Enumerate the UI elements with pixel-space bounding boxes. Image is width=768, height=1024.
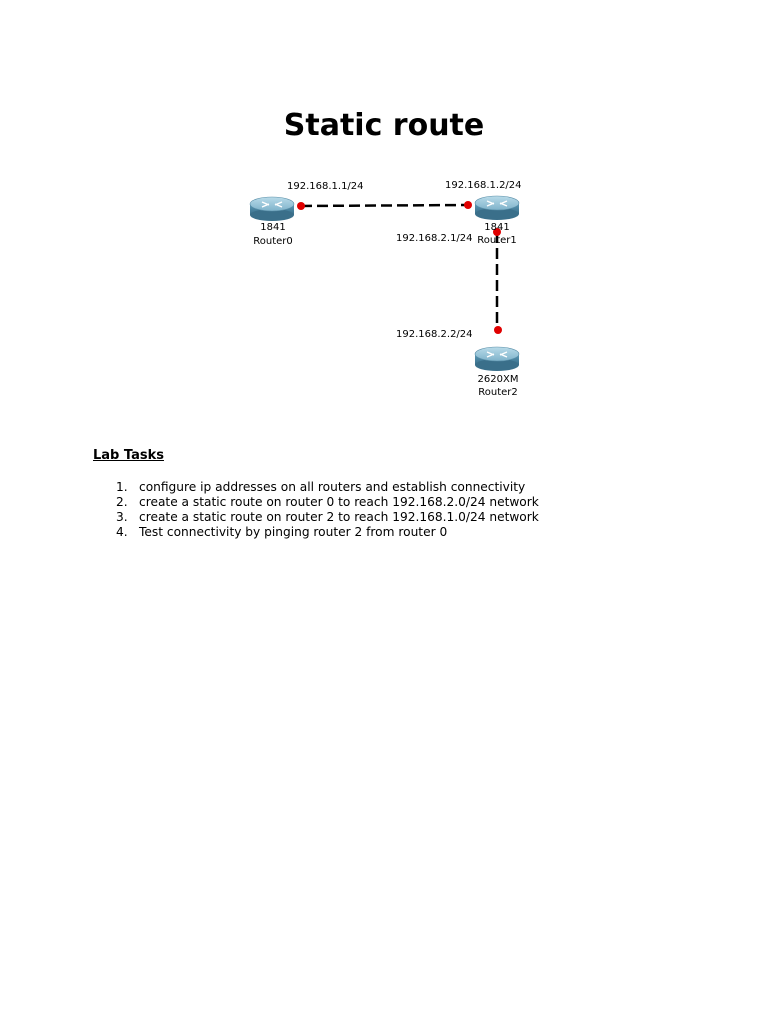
router0-model-label: 1841 bbox=[260, 222, 285, 233]
ip-label-router2-link2: 192.168.2.2/24 bbox=[396, 329, 473, 340]
network-topology-diagram: 192.168.1.1/24 192.168.1.2/24 192.168.2.… bbox=[249, 180, 522, 398]
router1-name-label: Router1 bbox=[477, 235, 517, 246]
router0-icon[interactable] bbox=[249, 196, 295, 221]
lab-task-number: 1. bbox=[116, 480, 128, 494]
router2-name-label: Router2 bbox=[478, 387, 518, 398]
lab-task-text: Test connectivity by pinging router 2 fr… bbox=[139, 525, 448, 539]
ip-label-router0-link1: 192.168.1.1/24 bbox=[287, 181, 364, 192]
router0-name-label: Router0 bbox=[253, 236, 293, 247]
lab-task-item: 2. create a static route on router 0 to … bbox=[116, 495, 539, 510]
lab-task-item: 3. create a static route on router 2 to … bbox=[116, 510, 539, 525]
port-router2-link2 bbox=[494, 326, 502, 334]
router2-model-label: 2620XM bbox=[478, 374, 519, 385]
ip-label-router1-link1: 192.168.1.2/24 bbox=[445, 180, 522, 191]
router2-icon[interactable] bbox=[474, 346, 520, 371]
lab-task-number: 2. bbox=[116, 495, 128, 509]
lab-task-item: 4. Test connectivity by pinging router 2… bbox=[116, 525, 539, 540]
ip-label-router1-link2: 192.168.2.1/24 bbox=[396, 233, 473, 244]
lab-task-item: 1. configure ip addresses on all routers… bbox=[116, 480, 539, 495]
lab-task-text: create a static route on router 0 to rea… bbox=[139, 495, 539, 509]
lab-task-number: 4. bbox=[116, 525, 128, 539]
lab-task-text: configure ip addresses on all routers an… bbox=[139, 480, 526, 494]
lab-task-number: 3. bbox=[116, 510, 128, 524]
port-router1-link2 bbox=[493, 228, 501, 236]
lab-tasks-list: 1. configure ip addresses on all routers… bbox=[116, 480, 539, 540]
link-router0-router1 bbox=[300, 203, 469, 208]
port-router0-link1 bbox=[297, 202, 305, 210]
page-title: Static route bbox=[283, 108, 485, 144]
lab-tasks-heading: Lab Tasks bbox=[93, 448, 164, 463]
port-router1-link1 bbox=[464, 201, 472, 209]
lab-task-text: create a static route on router 2 to rea… bbox=[139, 510, 539, 524]
router1-model-label: 1841 bbox=[484, 222, 509, 233]
router1-icon[interactable] bbox=[474, 195, 520, 220]
